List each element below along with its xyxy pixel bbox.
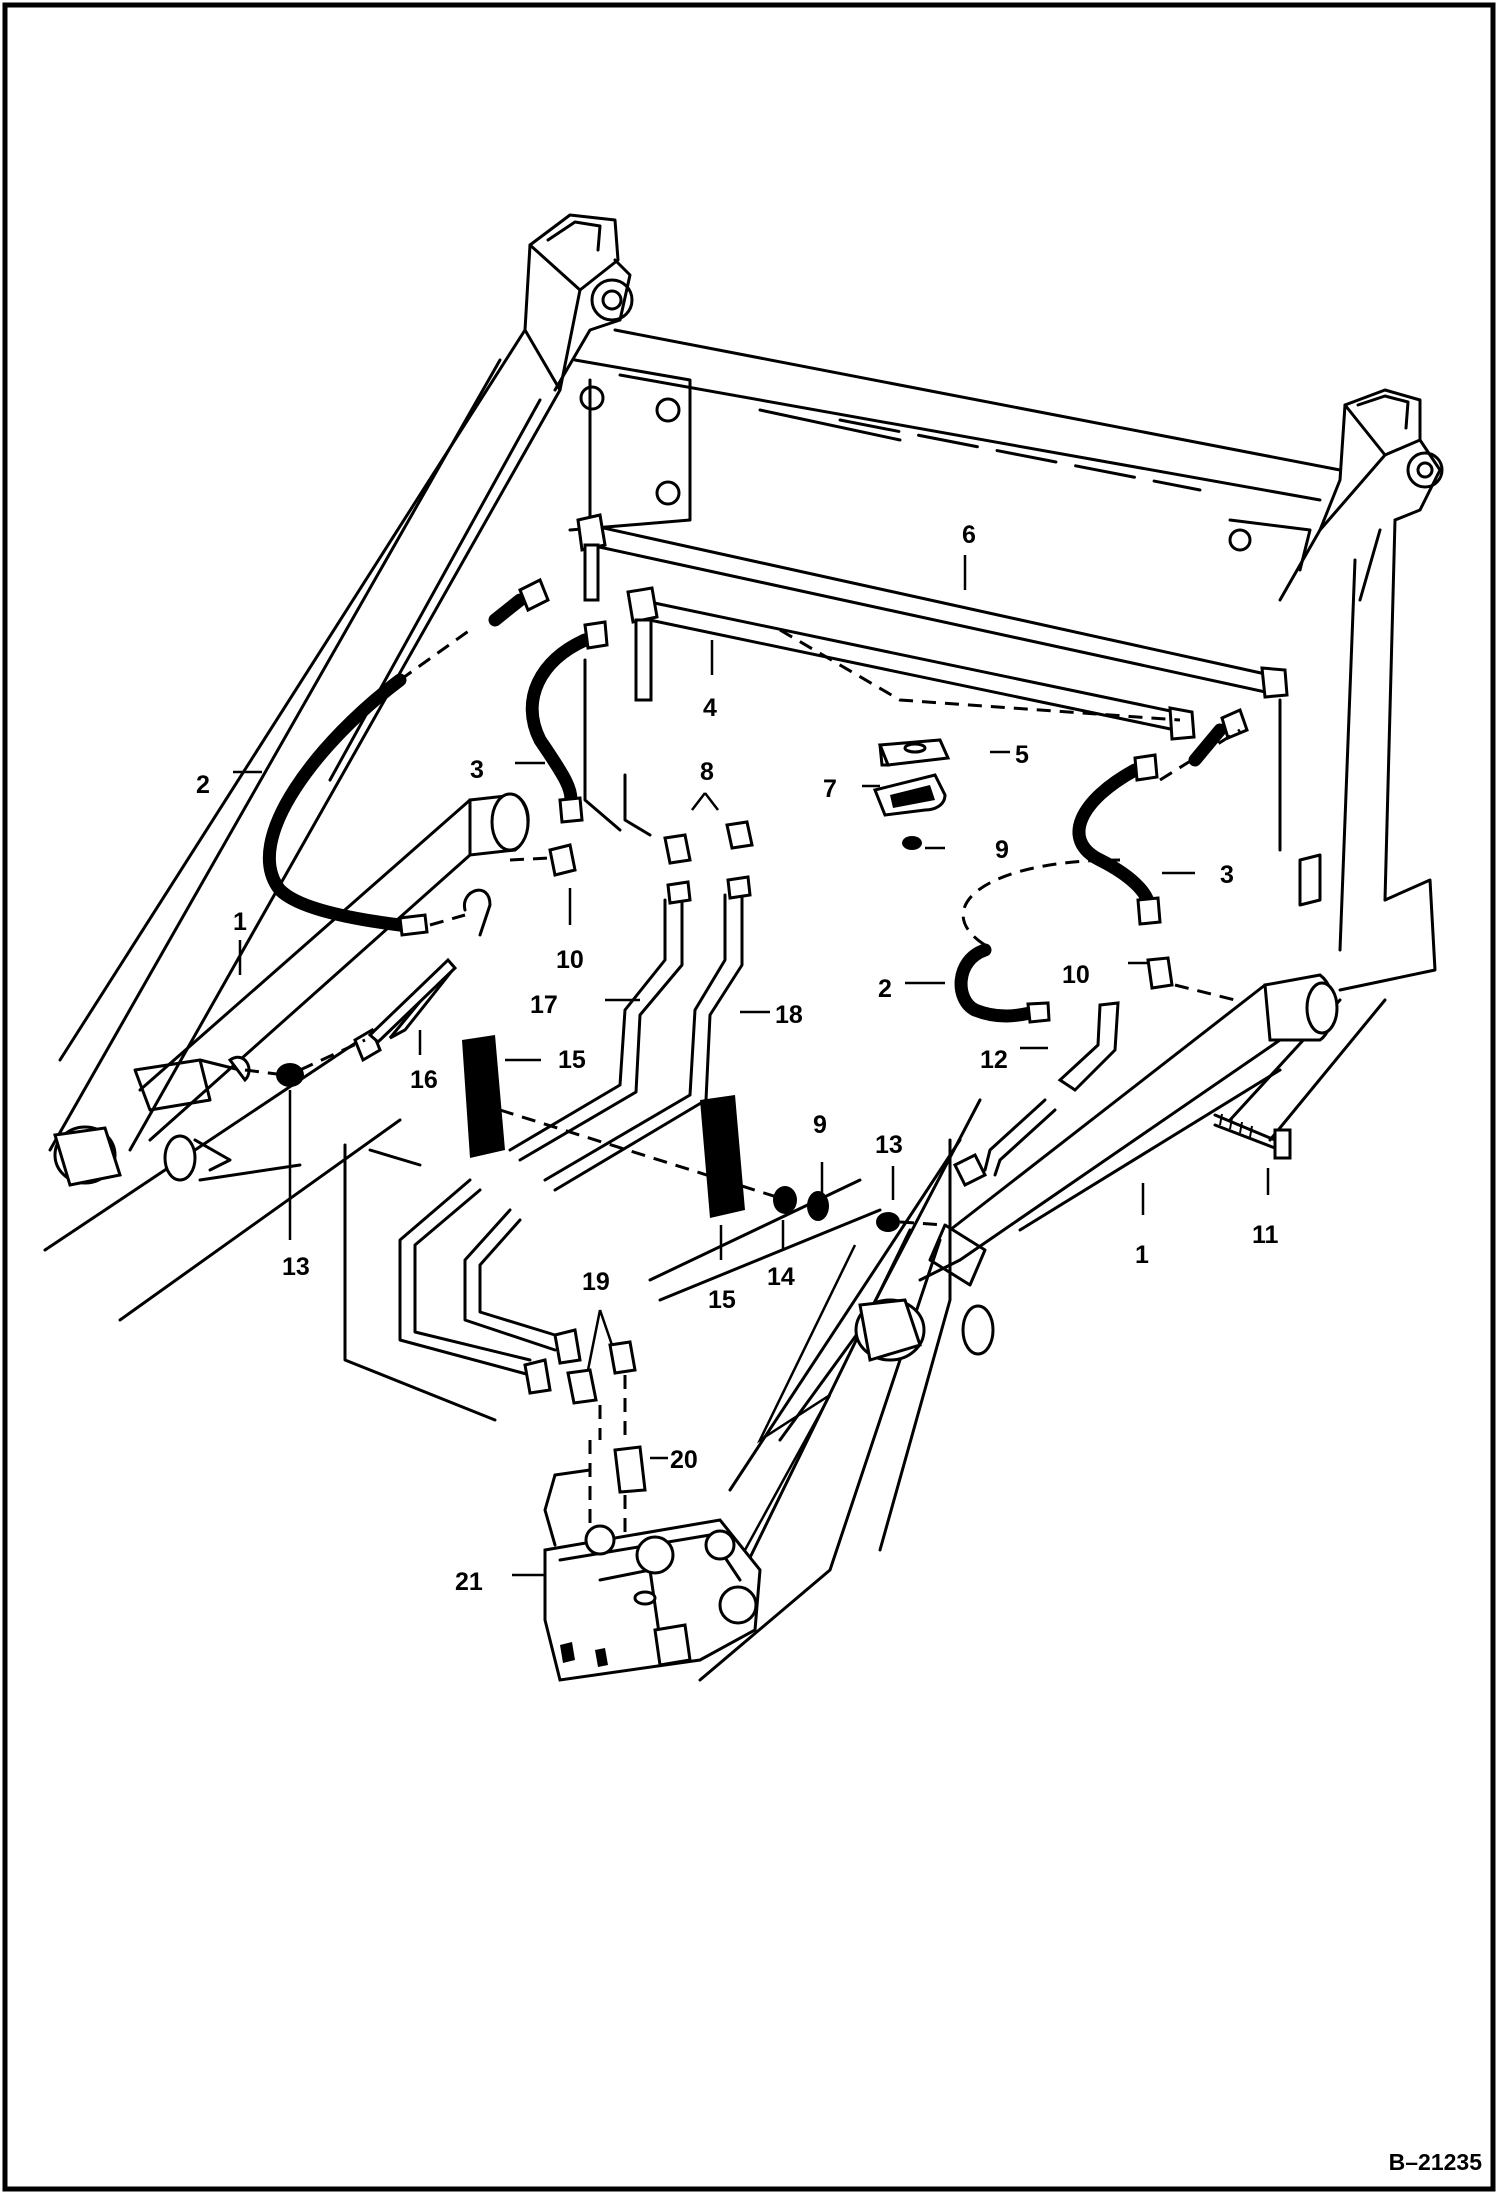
hose-3-right [1072,707,1249,926]
cylinder-1-right [854,973,1339,1362]
callout-12: 12 [980,1046,1008,1074]
callout-15-right: 15 [708,1286,736,1314]
callout-8: 8 [700,758,714,786]
clamp-block-15-left [462,1035,505,1158]
leader-dash-ubolt [429,913,466,927]
elbow-19-b [608,1340,637,1375]
hose-3-left [525,620,609,824]
callout-14: 14 [767,1263,795,1291]
elbow-8-a [663,833,692,865]
washer-14 [773,1186,797,1214]
callout-4: 4 [703,694,717,722]
callout-1-left: 1 [233,908,247,936]
elbow-10-left [548,843,577,877]
leader-dash-13-left [244,1068,286,1077]
callout-9-top: 9 [995,836,1009,864]
figure-id: B–21235 [1389,2149,1483,2175]
callout-13-right: 13 [875,1131,903,1159]
callout-19: 19 [582,1268,610,1296]
fitting-13-right [876,1212,900,1232]
bar-4 [626,586,1196,741]
loader-frame [43,213,1444,1682]
tube-17 [398,880,692,1395]
tube-16-upper [367,957,458,1045]
hose-2-left [262,577,550,937]
callout-10-left: 10 [556,946,584,974]
tube-stub-left [583,543,600,602]
callout-16: 16 [410,1066,438,1094]
elbow-8-b [725,820,754,850]
callout-3-left: 3 [470,756,484,784]
callout-11: 11 [1252,1221,1279,1249]
hose-2-right [954,858,1121,1024]
fitting-13-left [276,1063,304,1087]
leader-dash-13-right [899,1220,946,1227]
tube-stub-left-long [583,658,622,832]
adapter-20 [613,1445,647,1494]
callout-3-right: 3 [1220,861,1234,889]
callout-20: 20 [670,1446,698,1474]
callout-21: 21 [455,1568,483,1596]
callout-5: 5 [1015,741,1029,769]
elbow-10-right [1146,956,1174,990]
callout-7: 7 [823,775,837,803]
control-valve-21 [543,1468,762,1682]
callout-10-right: 10 [1062,961,1090,989]
callout-18: 18 [775,1001,803,1029]
bolt-11 [1213,1113,1292,1160]
clamp-7 [872,773,947,817]
u-bolt-left [463,888,492,937]
callout-17: 17 [530,991,558,1019]
leader-dash-10-right [1174,983,1236,1002]
tube-18 [463,875,752,1365]
callout-15-left: 15 [558,1046,586,1074]
callout-1-right: 1 [1135,1241,1149,1269]
clamp-5 [877,738,951,767]
elbow-19-a [566,1368,598,1405]
tube-stub-left-lower [623,773,652,837]
callout-13-left: 13 [282,1253,310,1281]
leader-lines [233,555,1270,1577]
nut-9-bottom [807,1191,829,1221]
leader-dash-15 [499,1108,781,1200]
leader-dash-16 [299,1038,366,1072]
leader-dash-10-left [509,856,551,862]
callout-6: 6 [962,521,976,549]
callout-2-right: 2 [878,975,892,1003]
callout-9-bottom: 9 [813,1111,827,1139]
cylinder-1-left [53,792,530,1187]
callout-2-left: 2 [196,771,210,799]
bar-6 [576,513,1289,699]
tube-12 [952,1001,1120,1188]
nut-9-top [902,836,922,850]
tube-stub-mid [634,618,653,702]
callouts: 1 1 2 2 3 3 4 5 6 7 8 9 9 10 10 11 12 13… [196,521,1279,1596]
clamp-block-15-right [700,1095,745,1218]
